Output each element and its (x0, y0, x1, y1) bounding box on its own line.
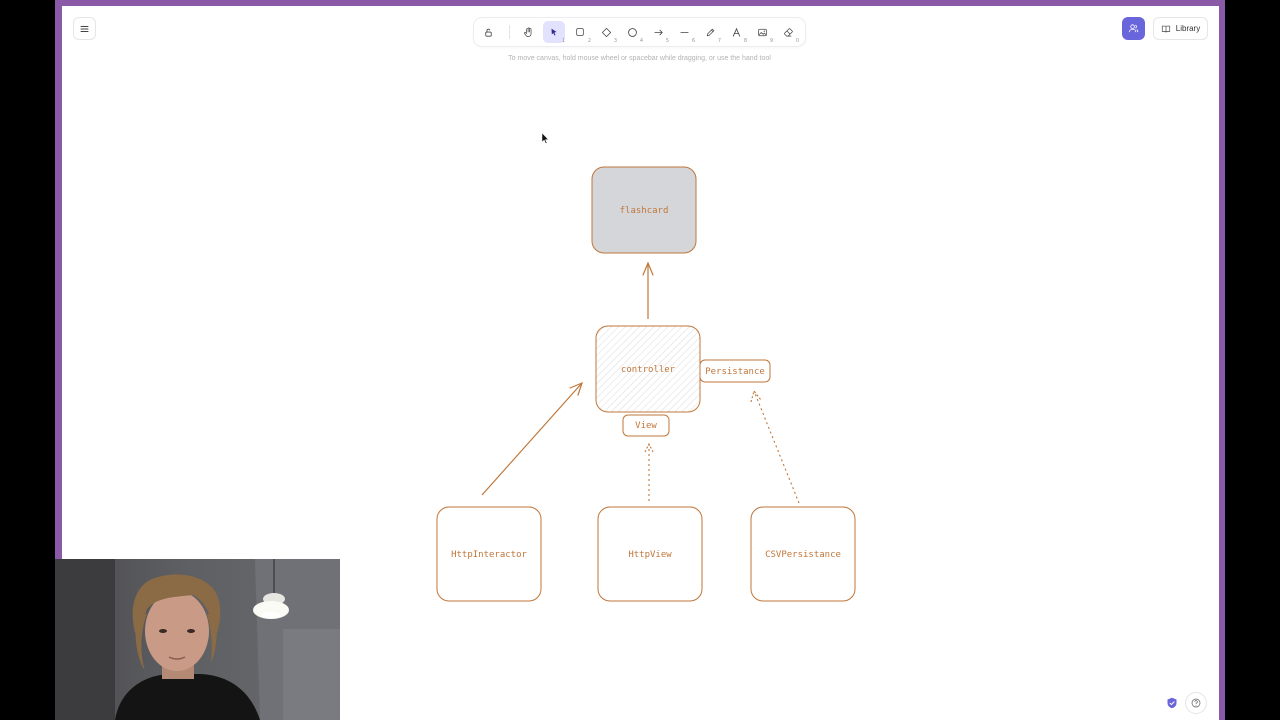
canvas-hint: To move canvas, hold mouse wheel or spac… (508, 55, 771, 62)
diamond-icon (601, 27, 611, 37)
tool-diamond[interactable]: 3 (595, 21, 617, 44)
toolbar-separator (509, 25, 510, 39)
controller-node[interactable]: controller (595, 325, 701, 413)
webcam-person-image (55, 559, 340, 720)
arrow-icon (653, 29, 663, 35)
tool-arrow[interactable]: 5 (647, 21, 669, 44)
tool-rectangle[interactable]: 2 (569, 21, 591, 44)
webcam-overlay (55, 559, 340, 720)
flashcard-label: flashcard (620, 206, 669, 216)
httpinteractor-node[interactable]: HttpInteractor (436, 506, 542, 602)
tool-hand[interactable] (517, 21, 539, 43)
collaborate-button[interactable] (1122, 17, 1145, 40)
tool-text[interactable]: 8 (725, 21, 747, 44)
tool-lock[interactable] (477, 21, 499, 43)
rectangle-icon (576, 28, 584, 36)
cursor-arrow-icon (551, 28, 557, 36)
httpview-node[interactable]: HttpView (597, 506, 703, 602)
tool-ellipse[interactable]: 4 (621, 21, 643, 44)
shape-toolbar: 1 2 3 4 5 (474, 18, 805, 46)
hamburger-icon (80, 25, 89, 32)
persistance-label: Persistance (705, 367, 765, 377)
eraser-icon (783, 27, 793, 37)
tool-draw[interactable]: 7 (699, 21, 721, 44)
tool-eraser[interactable]: 0 (777, 21, 799, 44)
book-icon (1161, 25, 1170, 33)
question-icon (1191, 698, 1201, 708)
httpinteractor-label: HttpInteractor (451, 550, 527, 560)
mouse-cursor-icon (541, 132, 549, 144)
arrow-httpview-to-view[interactable] (644, 442, 654, 501)
httpview-label: HttpView (628, 550, 672, 560)
tool-selection[interactable]: 1 (543, 21, 565, 44)
csvpersistance-label: CSVPersistance (765, 550, 841, 560)
lock-icon (484, 28, 492, 37)
persistance-node[interactable]: Persistance (699, 359, 771, 383)
diagram: flashcard controller Persistance View (436, 132, 856, 602)
line-icon (679, 31, 689, 33)
image-icon (757, 28, 767, 36)
arrow-httpinteractor-to-controller[interactable] (481, 381, 583, 496)
text-icon (732, 27, 740, 37)
ellipse-icon (627, 27, 637, 37)
tool-image[interactable]: 9 (751, 21, 773, 44)
pencil-icon (706, 28, 714, 36)
csvpersistance-node[interactable]: CSVPersistance (750, 506, 856, 602)
arrow-csvpersistance-to-persistance[interactable] (750, 389, 800, 504)
view-node[interactable]: View (622, 414, 670, 437)
tool-line[interactable]: 6 (673, 21, 695, 44)
hand-icon (523, 27, 531, 37)
shield-check-icon[interactable] (1166, 697, 1178, 709)
main-menu-button[interactable] (73, 17, 96, 40)
view-label: View (635, 421, 657, 431)
library-label: Library (1175, 24, 1201, 33)
arrow-controller-to-flashcard[interactable] (642, 261, 654, 319)
controller-label: controller (621, 365, 676, 375)
users-icon (1128, 24, 1139, 33)
library-button[interactable]: Library (1153, 17, 1208, 40)
flashcard-node[interactable]: flashcard (591, 166, 697, 254)
help-button[interactable] (1185, 692, 1207, 714)
